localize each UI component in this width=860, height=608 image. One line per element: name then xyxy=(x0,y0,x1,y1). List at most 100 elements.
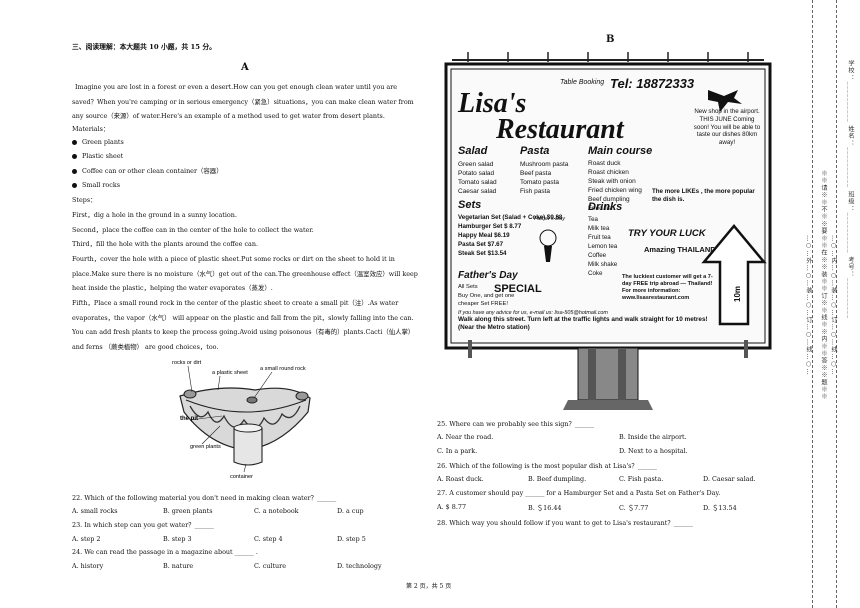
steps-label: Steps： xyxy=(72,196,97,204)
option-27-b[interactable]: B. ＄16.44 xyxy=(528,504,562,512)
set-item: Steak Set $13.54 xyxy=(458,250,507,257)
drink-item: Tea xyxy=(588,216,599,223)
option-22-c[interactable]: C. a notebook xyxy=(254,507,299,515)
page-footer: 第 2 页，共 5 页 xyxy=(406,583,452,590)
menu-item: Fried chicken wing xyxy=(588,187,642,194)
step-1: First，dig a hole in the ground in a sunn… xyxy=(72,211,237,219)
question-27: 27. A customer should pay ______ for a H… xyxy=(437,489,721,497)
question-23: 23. In which step can you get water？____… xyxy=(72,521,214,529)
billboard-lights xyxy=(452,52,764,62)
material-item: Small rocks xyxy=(72,181,120,189)
question-25: 25. Where can we probably see this sign？… xyxy=(437,420,595,428)
fathers-day-special: SPECIAL xyxy=(494,283,542,295)
water-collection-diagram: rocks or dirt a plastic sheet a small ro… xyxy=(172,360,311,480)
option-23-c[interactable]: C. step 4 xyxy=(254,535,283,543)
option-25-a[interactable]: A. Near the road. xyxy=(437,433,494,441)
option-26-a[interactable]: A. Roast duck. xyxy=(437,475,484,483)
fathers-day-sign: Father's Day xyxy=(534,216,566,222)
drink-item: Coffee xyxy=(588,252,607,259)
menu-item: Caesar salad xyxy=(458,188,497,195)
fathers-day-title: Father's Day xyxy=(458,270,518,281)
menu-item: Steak with onion xyxy=(588,178,636,185)
advice-line: If you have any advice for us, e-mail us… xyxy=(458,310,608,316)
try-your-luck: TRY YOUR LUCK xyxy=(628,228,707,239)
option-22-b[interactable]: B. green plants xyxy=(163,507,213,515)
restaurant-billboard: Table Booking Tel: 18872333 Lisa's Resta… xyxy=(444,52,772,410)
option-23-b[interactable]: B. step 3 xyxy=(163,535,192,543)
option-26-c[interactable]: C. Fish pasta. xyxy=(619,475,664,483)
likes-note: The more LIKEs , the more popular the di… xyxy=(652,188,755,203)
material-item: Green plants xyxy=(72,138,124,146)
option-27-c[interactable]: C. ＄7.77 xyxy=(619,504,649,512)
option-22-d[interactable]: D. a cup xyxy=(337,507,364,515)
option-25-d[interactable]: D. Next to a hospital. xyxy=(619,447,688,455)
passage-b-heading: B xyxy=(606,34,615,45)
drink-item: Fruit tea xyxy=(588,234,611,241)
step-note: You can add fresh plants to keep the pro… xyxy=(72,328,415,351)
inner-binding-line xyxy=(836,0,837,608)
airport-note: New shop in the airport. THIS JUNE Comin… xyxy=(694,108,760,146)
option-24-c[interactable]: C. culture xyxy=(254,562,286,570)
binding-warning: ※※请※※不※※要※※在※※装※※订※※线※※内※※答※※题※※ xyxy=(820,170,827,401)
step-2: Second，place the coffee can in the cente… xyxy=(72,226,314,234)
menu-item: Fried fish xyxy=(588,205,615,212)
option-24-d[interactable]: D. technology xyxy=(337,562,382,570)
option-24-a[interactable]: A. history xyxy=(72,562,104,570)
set-item: Pasta Set $7.67 xyxy=(458,241,504,248)
label-green-plants: green plants xyxy=(190,444,221,450)
materials-label: Materials： xyxy=(72,125,110,133)
distance-label: 10m xyxy=(733,286,742,302)
inner-binding-text: …○…内…○…装…○…订…○…线…○… xyxy=(830,234,837,376)
direction-arrow-icon xyxy=(701,224,767,326)
menu-item: Roast chicken xyxy=(588,169,629,176)
lucky-customer-note: The luckiest customer will get a 7-day F… xyxy=(622,274,713,301)
option-26-b[interactable]: B. Beef dumpling. xyxy=(528,475,587,483)
passage-a-heading: A xyxy=(241,62,249,73)
section-title: 三、阅读理解：本大题共 10 小题，共 15 分。 xyxy=(72,43,216,51)
menu-item: Beef dumpling xyxy=(588,196,630,203)
option-23-a[interactable]: A. step 2 xyxy=(72,535,101,543)
option-27-d[interactable]: D. ＄13.54 xyxy=(703,504,737,512)
bullet-icon xyxy=(72,168,77,174)
option-25-c[interactable]: C. In a park. xyxy=(437,447,478,455)
material-item: Plastic sheet xyxy=(72,152,123,160)
set-item: Vegetarian Set (Salad + Coke) $9.88 xyxy=(458,214,563,221)
material-item: Coffee can or other clean container（容器） xyxy=(72,166,223,175)
set-item: Hamburger Set $ 8.77 xyxy=(458,223,522,230)
option-25-b[interactable]: B. Inside the airport. xyxy=(619,433,687,441)
menu-item: Green salad xyxy=(458,161,494,168)
option-24-b[interactable]: B. nature xyxy=(163,562,194,570)
question-26: 26. Which of the following is the most p… xyxy=(437,462,657,470)
tel: Tel: 18872333 xyxy=(610,76,695,91)
amazing-thailand: Amazing THAILAND xyxy=(644,245,716,254)
drinks-title: Drinks xyxy=(588,201,622,213)
special-line: All Sets xyxy=(458,284,478,290)
menu-item: Beef pasta xyxy=(520,170,551,177)
label-round-rock: a small round rock xyxy=(260,366,306,372)
special-line: cheaper Set FREE! xyxy=(458,301,508,307)
step-5: Fifth，Place a small round rock in the ce… xyxy=(72,299,414,322)
question-28: 28. Which way you should follow if you w… xyxy=(437,519,693,527)
option-22-a[interactable]: A. small rocks xyxy=(72,507,118,515)
restaurant-name-2: Restaurant xyxy=(495,114,625,145)
option-26-d[interactable]: D. Caesar salad. xyxy=(703,475,756,483)
question-24: 24. We can read the passage in a magazin… xyxy=(72,548,258,556)
tie-icon xyxy=(544,246,552,262)
drink-item: Milk tea xyxy=(588,225,610,232)
pasta-title: Pasta xyxy=(520,145,549,157)
label-rocks-dirt: rocks or dirt xyxy=(172,360,202,366)
drink-item: Lemon tea xyxy=(588,243,618,250)
option-27-a[interactable]: A. $ 8.77 xyxy=(437,503,467,511)
drink-item: Coke xyxy=(588,270,603,277)
question-22: 22. Which of the following material you … xyxy=(72,494,337,502)
menu-item: Tomato pasta xyxy=(520,179,559,186)
bullet-icon xyxy=(72,139,77,145)
step-4: Fourth，cover the hole with a piece of pl… xyxy=(72,255,418,293)
option-23-d[interactable]: D. step 5 xyxy=(337,535,366,543)
passage-a-intro: Imagine you are lost in a forest or even… xyxy=(72,83,414,121)
label-plastic-sheet: a plastic sheet xyxy=(212,370,248,376)
student-info: 学校：__________ 姓名：__________ 班级：_________… xyxy=(847,60,854,320)
menu-item: Tomato salad xyxy=(458,179,497,186)
table-booking: Table Booking xyxy=(560,79,604,86)
